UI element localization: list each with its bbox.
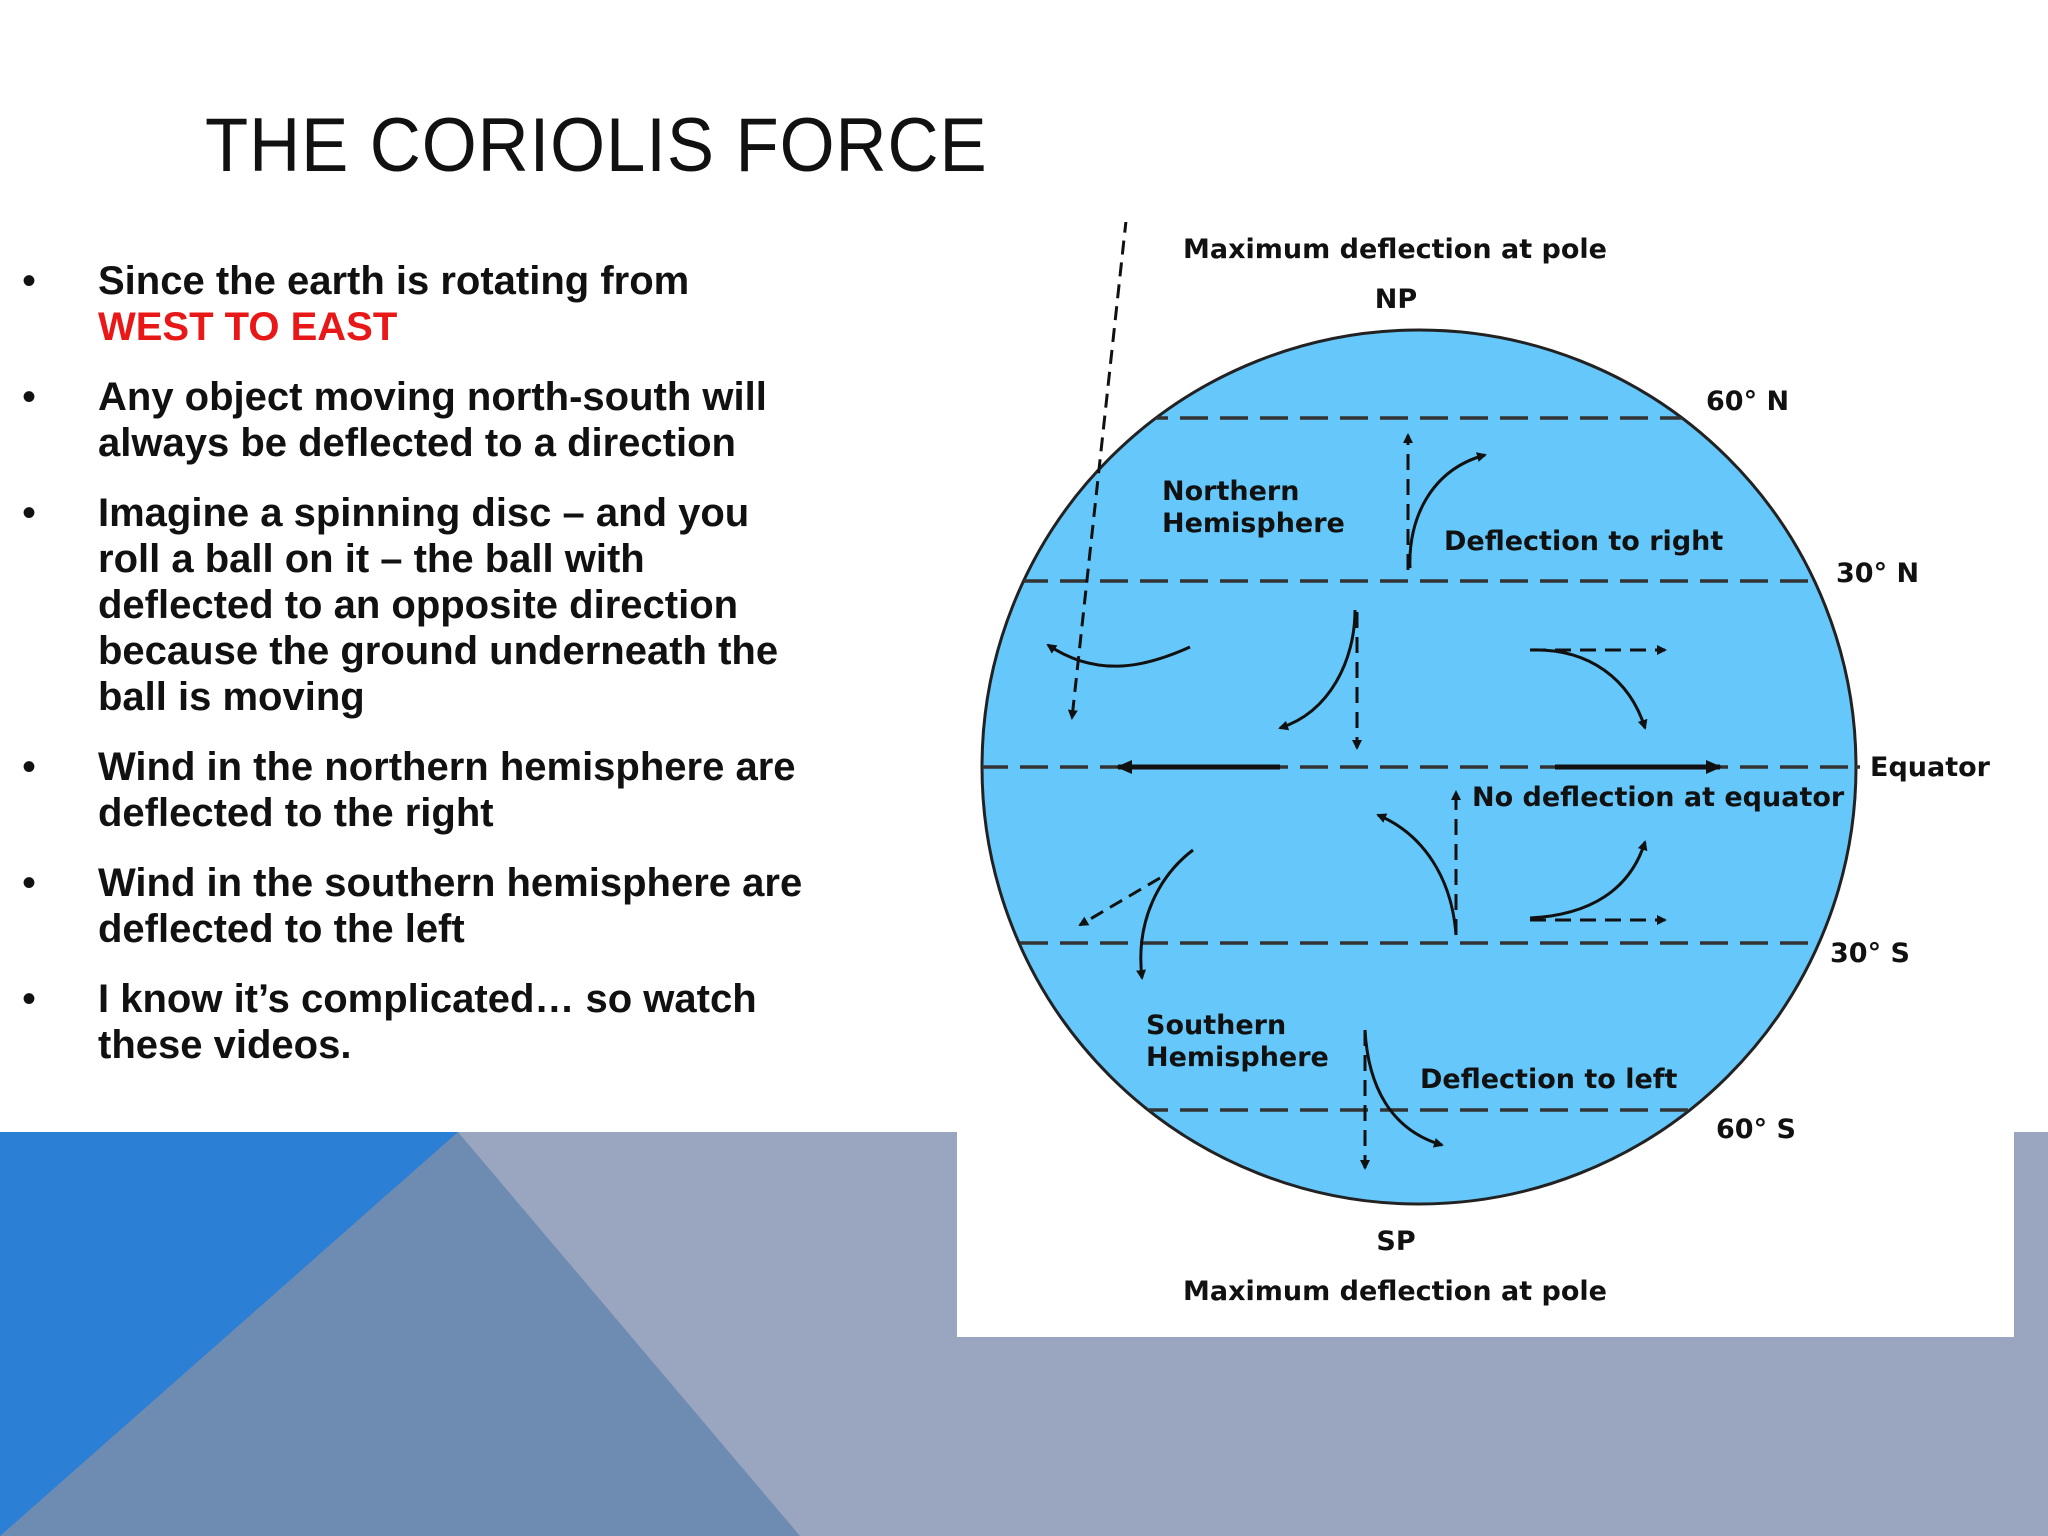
north-pole-label: NP — [1375, 284, 1417, 315]
lat-60s-label: 60° S — [1716, 1114, 1796, 1145]
top-caption: Maximum deflection at pole — [1183, 234, 1607, 265]
no-deflection-label: No deflection at equator — [1472, 782, 1845, 813]
bullet-item: • Any object moving north-south will alw… — [0, 374, 818, 466]
bullet-text: Wind in the northern hemisphere are defl… — [98, 745, 796, 835]
nh-right-curved-arrow — [1529, 648, 1648, 730]
sh-center-curved-arrow — [1376, 813, 1458, 936]
nh-deflected-arrow — [1408, 452, 1487, 569]
bullet-text: Wind in the southern hemisphere are defl… — [98, 861, 803, 951]
bullet-dot: • — [22, 745, 37, 789]
bottom-caption: Maximum deflection at pole — [1183, 1276, 1607, 1307]
bullet-highlight: WEST TO EAST — [98, 305, 398, 349]
nh-left-straight-arrow — [1067, 222, 1128, 720]
bullet-dot: • — [22, 491, 37, 535]
southern-hemisphere-label-line1: Southern — [1146, 1010, 1286, 1041]
nh-left-curved-arrow — [1046, 643, 1191, 668]
bullet-text: Any object moving north-south will alway… — [98, 375, 767, 465]
southern-hemisphere-label-line2: Hemisphere — [1146, 1042, 1329, 1073]
equator-label: Equator — [1870, 752, 1991, 783]
bullet-item: • Imagine a spinning disc – and you roll… — [0, 490, 818, 720]
lat-60n-label: 60° N — [1706, 386, 1789, 417]
sh-deflected-arrow — [1363, 1029, 1444, 1148]
coriolis-diagram-svg: Maximum deflection at pole NP 60° N Nort… — [980, 222, 1991, 1307]
bullet-item: • I know it’s complicated… so watch thes… — [0, 976, 818, 1068]
bullet-text: Imagine a spinning disc – and you roll a… — [98, 491, 779, 719]
coriolis-diagram: Maximum deflection at pole NP 60° N Nort… — [957, 222, 2014, 1337]
northern-hemisphere-label-line1: Northern — [1162, 476, 1299, 507]
band-blue-triangle — [0, 1132, 458, 1536]
lat-30s-label: 30° S — [1830, 938, 1910, 969]
bullet-dot: • — [22, 861, 37, 905]
lat-30n-label: 30° N — [1836, 558, 1919, 589]
bullet-item: • Wind in the northern hemisphere are de… — [0, 744, 818, 836]
bullet-item: • Wind in the southern hemisphere are de… — [0, 860, 818, 952]
bullet-item: • Since the earth is rotating from WEST … — [0, 258, 818, 350]
sh-right-curved-arrow — [1529, 840, 1648, 920]
nh-center-curved-arrow — [1278, 609, 1357, 731]
sh-left-curved-arrow — [1136, 848, 1194, 980]
bullet-list: • Since the earth is rotating from WEST … — [0, 258, 900, 1092]
bullet-dot: • — [22, 977, 37, 1021]
deflection-left-label: Deflection to left — [1420, 1064, 1678, 1095]
bullet-text: Since the earth is rotating from — [98, 259, 690, 303]
south-pole-label: SP — [1376, 1226, 1415, 1257]
northern-hemisphere-label-line2: Hemisphere — [1162, 508, 1345, 539]
bullet-dot: • — [22, 259, 37, 303]
bullet-text: I know it’s complicated… so watch these … — [98, 977, 757, 1067]
slide-title: THE CORIOLIS FORCE — [205, 103, 988, 188]
bullet-dot: • — [22, 375, 37, 419]
sh-left-straight-arrow — [1078, 876, 1161, 927]
deflection-right-label: Deflection to right — [1444, 526, 1723, 557]
